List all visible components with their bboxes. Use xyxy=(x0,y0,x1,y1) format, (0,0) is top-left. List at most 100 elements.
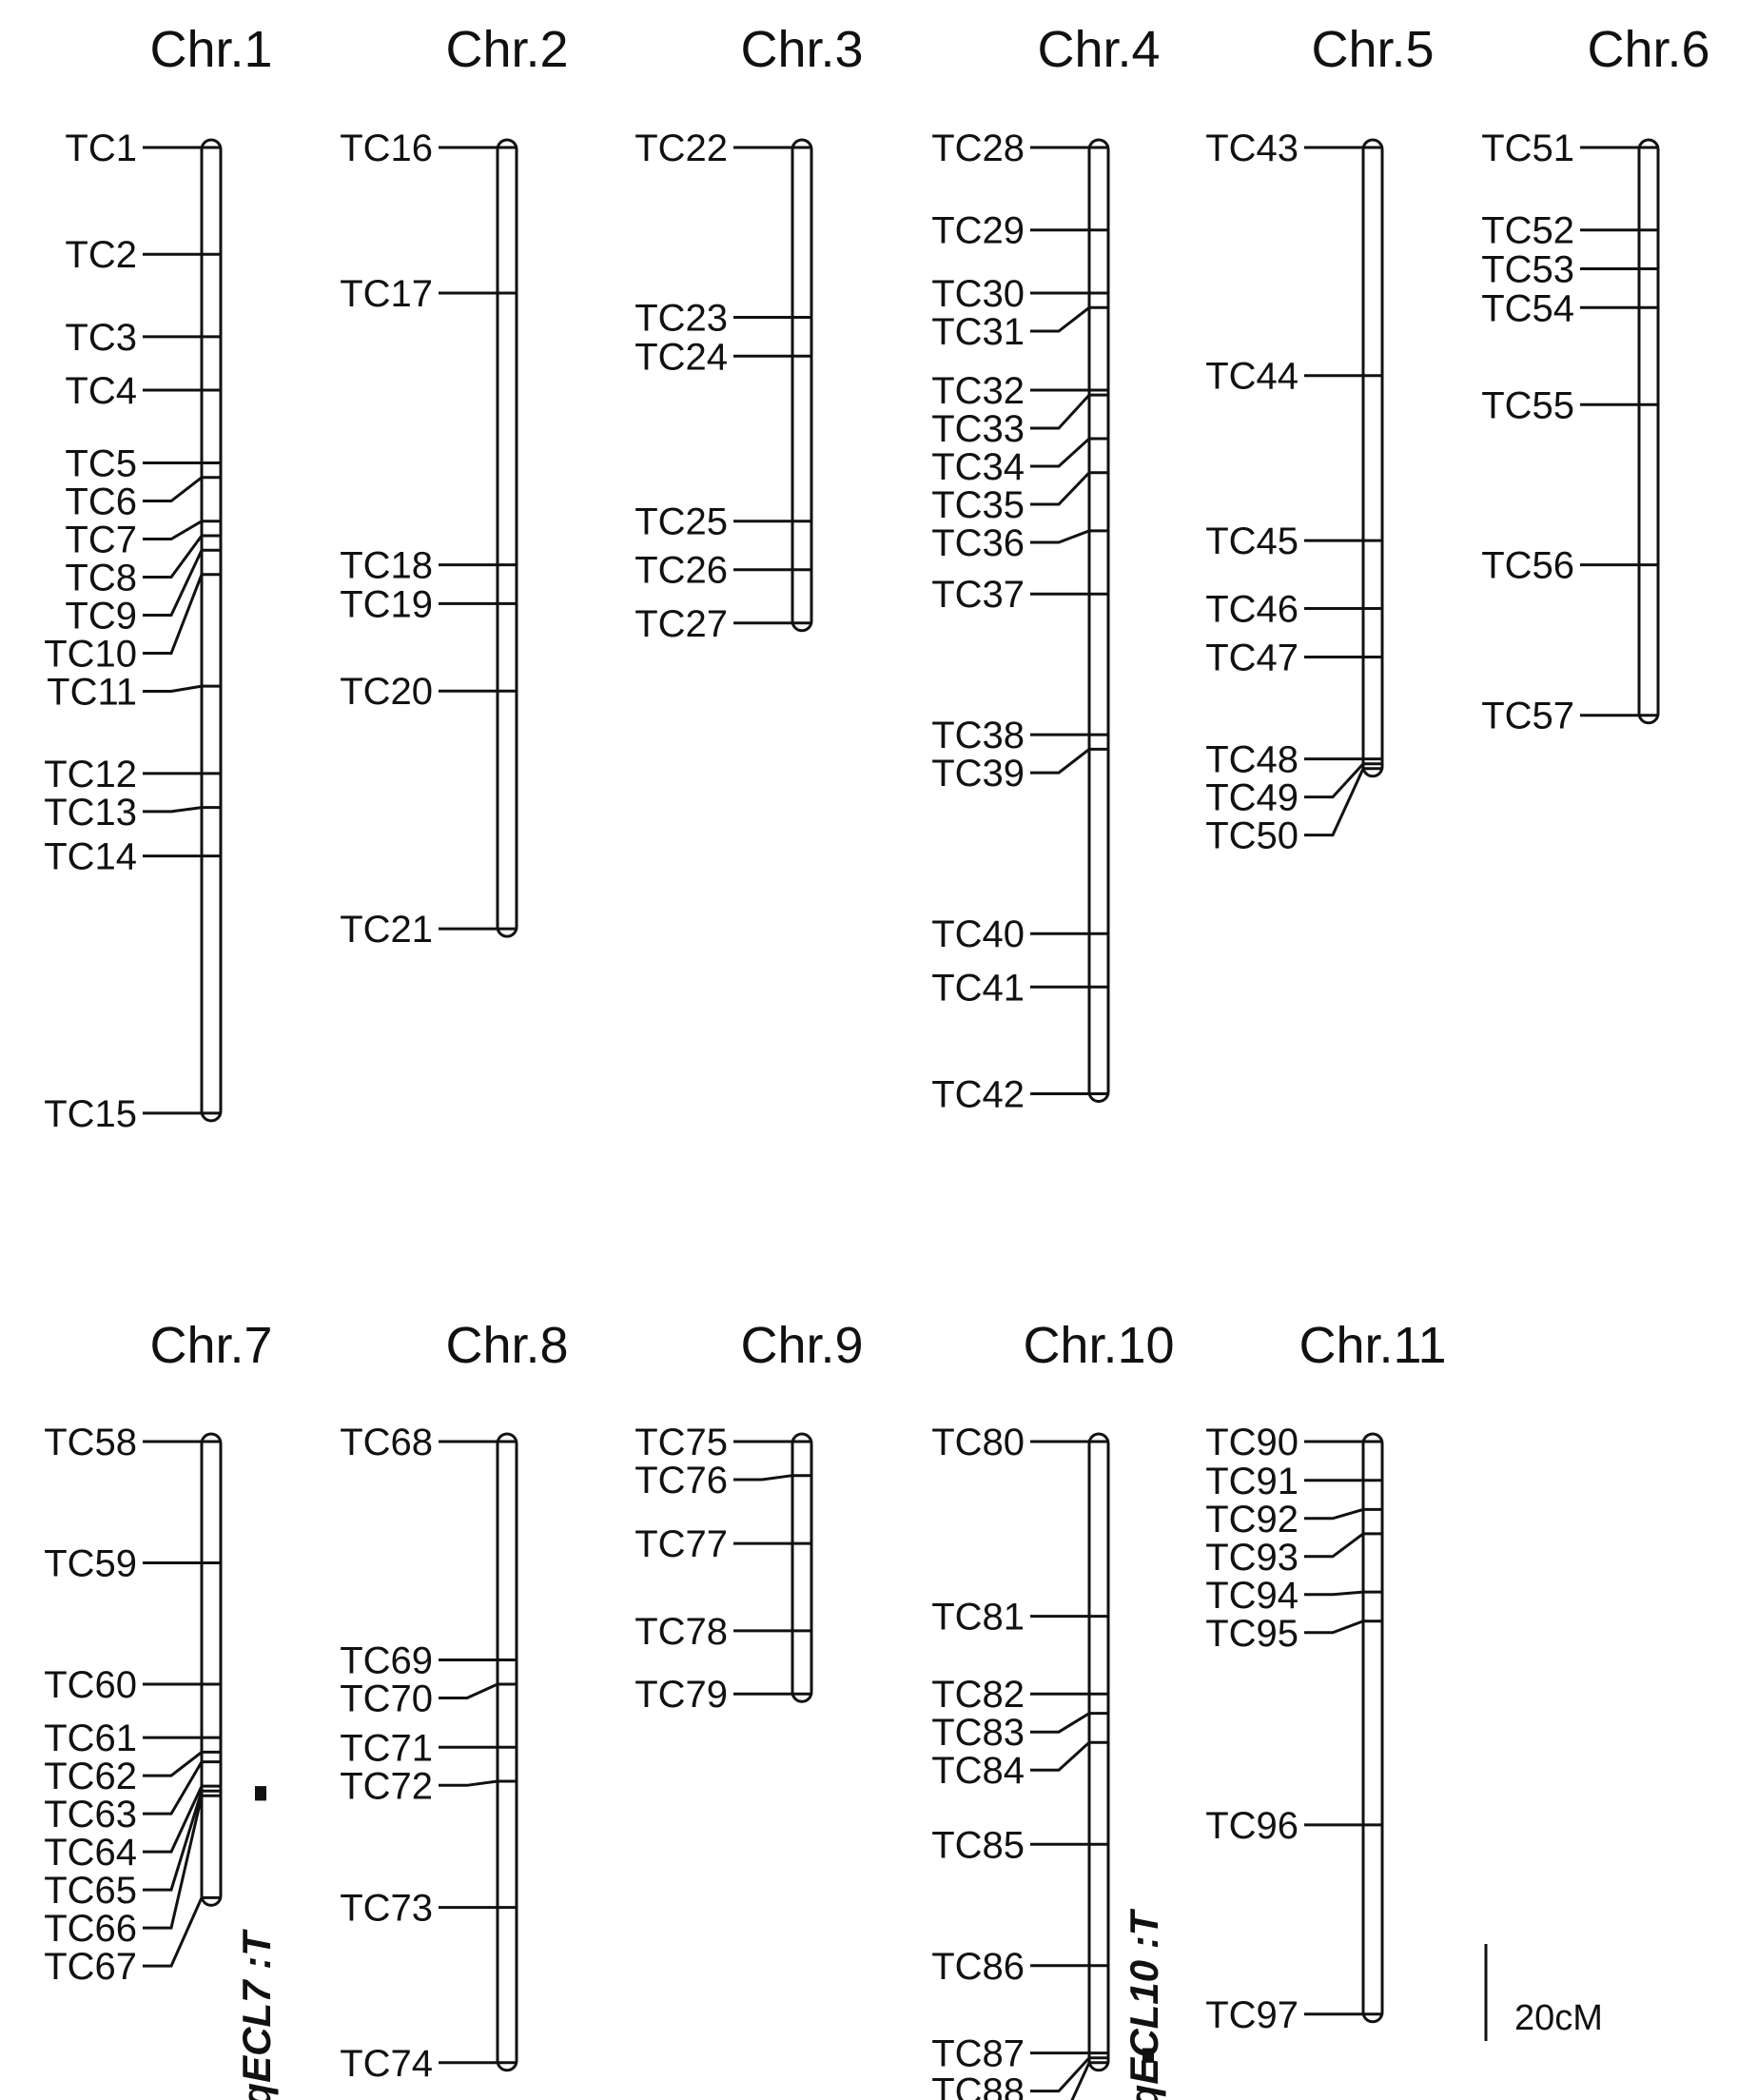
marker-tick xyxy=(439,1682,517,1699)
marker-tick xyxy=(1304,762,1382,799)
chromosome-bar xyxy=(496,1432,518,2072)
marker-label: TC31 xyxy=(931,311,1025,353)
marker-tick xyxy=(143,1760,221,1815)
qtl-label: qECL10 :T xyxy=(1122,1908,1166,2100)
marker-label: TC28 xyxy=(931,128,1025,169)
qtl-bar xyxy=(255,1786,266,1801)
marker-tick xyxy=(143,520,221,540)
chromosome-chr-10: Chr.10TC80TC81TC82TC83TC84TC85TC86TC87TC… xyxy=(931,1317,1175,2100)
marker-label: TC23 xyxy=(635,298,728,340)
chromosome-bar xyxy=(200,1432,223,1907)
marker-label: TC90 xyxy=(1205,1422,1299,1463)
chromosome-title: Chr.7 xyxy=(149,1317,272,1374)
marker-label: TC30 xyxy=(931,273,1025,315)
marker-label: TC34 xyxy=(931,446,1025,488)
chromosome-title: Chr.6 xyxy=(1587,21,1709,78)
marker-label: TC73 xyxy=(340,1888,433,1930)
marker-tick xyxy=(1304,767,1382,837)
marker-label: TC22 xyxy=(635,128,728,169)
marker-label: TC7 xyxy=(65,520,137,561)
chromosome-title: Chr.10 xyxy=(1023,1317,1174,1374)
marker-label: TC44 xyxy=(1205,356,1299,398)
marker-label: TC68 xyxy=(340,1422,433,1463)
marker-label: TC14 xyxy=(44,836,137,878)
marker-label: TC94 xyxy=(1205,1575,1299,1617)
chromosome-bar xyxy=(1087,138,1110,1103)
marker-label: TC29 xyxy=(931,210,1025,252)
marker-tick xyxy=(143,548,221,617)
marker-tick xyxy=(1030,305,1108,333)
marker-label: TC26 xyxy=(635,550,728,592)
marker-tick xyxy=(1030,1712,1108,1734)
marker-label: TC42 xyxy=(931,1074,1025,1116)
marker-label: TC95 xyxy=(1205,1613,1299,1655)
marker-label: TC33 xyxy=(931,408,1025,450)
marker-label: TC85 xyxy=(931,1824,1025,1866)
marker-label: TC84 xyxy=(931,1750,1025,1792)
chromosome-bar xyxy=(1361,138,1384,778)
marker-label: TC58 xyxy=(44,1422,137,1463)
marker-label: TC77 xyxy=(635,1523,728,1565)
marker-label: TC86 xyxy=(931,1946,1025,1988)
marker-label: TC88 xyxy=(931,2071,1025,2100)
marker-label: TC3 xyxy=(65,317,137,359)
marker-label: TC91 xyxy=(1205,1461,1299,1502)
chromosome-bar xyxy=(1087,1432,1110,2072)
marker-label: TC36 xyxy=(931,522,1025,564)
marker-label: TC81 xyxy=(931,1597,1025,1639)
marker-label: TC6 xyxy=(65,481,137,523)
marker-label: TC8 xyxy=(65,558,137,599)
marker-tick xyxy=(143,534,221,579)
chromosome-bar xyxy=(1637,138,1660,725)
marker-tick xyxy=(1030,437,1108,468)
marker-label: TC83 xyxy=(931,1712,1025,1754)
chromosome-title: Chr.1 xyxy=(149,21,272,78)
chromosome-chr-1: Chr.1TC1TC2TC3TC4TC5TC6TC7TC8TC9TC10TC11… xyxy=(44,21,272,1135)
marker-label: TC40 xyxy=(931,913,1025,955)
marker-label: TC70 xyxy=(340,1678,433,1720)
marker-label: TC72 xyxy=(340,1765,433,1807)
marker-tick xyxy=(143,1789,221,1892)
chromosome-bar xyxy=(1361,1432,1384,2024)
chromosome-title: Chr.8 xyxy=(445,1317,568,1374)
marker-label: TC69 xyxy=(340,1640,433,1682)
marker-label: TC2 xyxy=(65,234,137,276)
marker-label: TC64 xyxy=(44,1832,137,1874)
marker-label: TC61 xyxy=(44,1717,137,1759)
marker-label: TC53 xyxy=(1481,249,1574,291)
marker-label: TC46 xyxy=(1205,589,1299,631)
marker-tick xyxy=(1030,1740,1108,1772)
marker-tick xyxy=(1030,2056,1108,2093)
marker-label: TC27 xyxy=(635,603,728,645)
marker-label: TC38 xyxy=(931,715,1025,756)
marker-label: TC5 xyxy=(65,443,137,485)
marker-tick xyxy=(1030,471,1108,506)
marker-tick xyxy=(1030,529,1108,544)
marker-label: TC37 xyxy=(931,574,1025,616)
chromosome-title: Chr.9 xyxy=(740,1317,863,1374)
marker-label: TC4 xyxy=(65,370,137,412)
qtl-2: qECL10 :T xyxy=(1122,1908,1166,2100)
marker-tick xyxy=(143,806,221,814)
marker-label: TC60 xyxy=(44,1664,137,1706)
marker-label: TC45 xyxy=(1205,520,1299,562)
marker-tick xyxy=(143,1750,221,1777)
marker-label: TC48 xyxy=(1205,739,1299,781)
marker-label: TC18 xyxy=(340,545,433,587)
marker-label: TC96 xyxy=(1205,1805,1299,1847)
scale-bar-label: 20cM xyxy=(1514,1998,1603,2038)
chromosome-title: Chr.11 xyxy=(1299,1317,1446,1374)
marker-label: TC97 xyxy=(1205,1994,1299,2036)
scale-bar: 20cM xyxy=(1484,1944,1603,2041)
marker-label: TC13 xyxy=(44,792,137,834)
chromosome-title: Chr.4 xyxy=(1037,21,1160,78)
marker-label: TC78 xyxy=(635,1611,728,1653)
marker-label: TC10 xyxy=(44,634,137,676)
chromosome-bar xyxy=(496,138,518,938)
